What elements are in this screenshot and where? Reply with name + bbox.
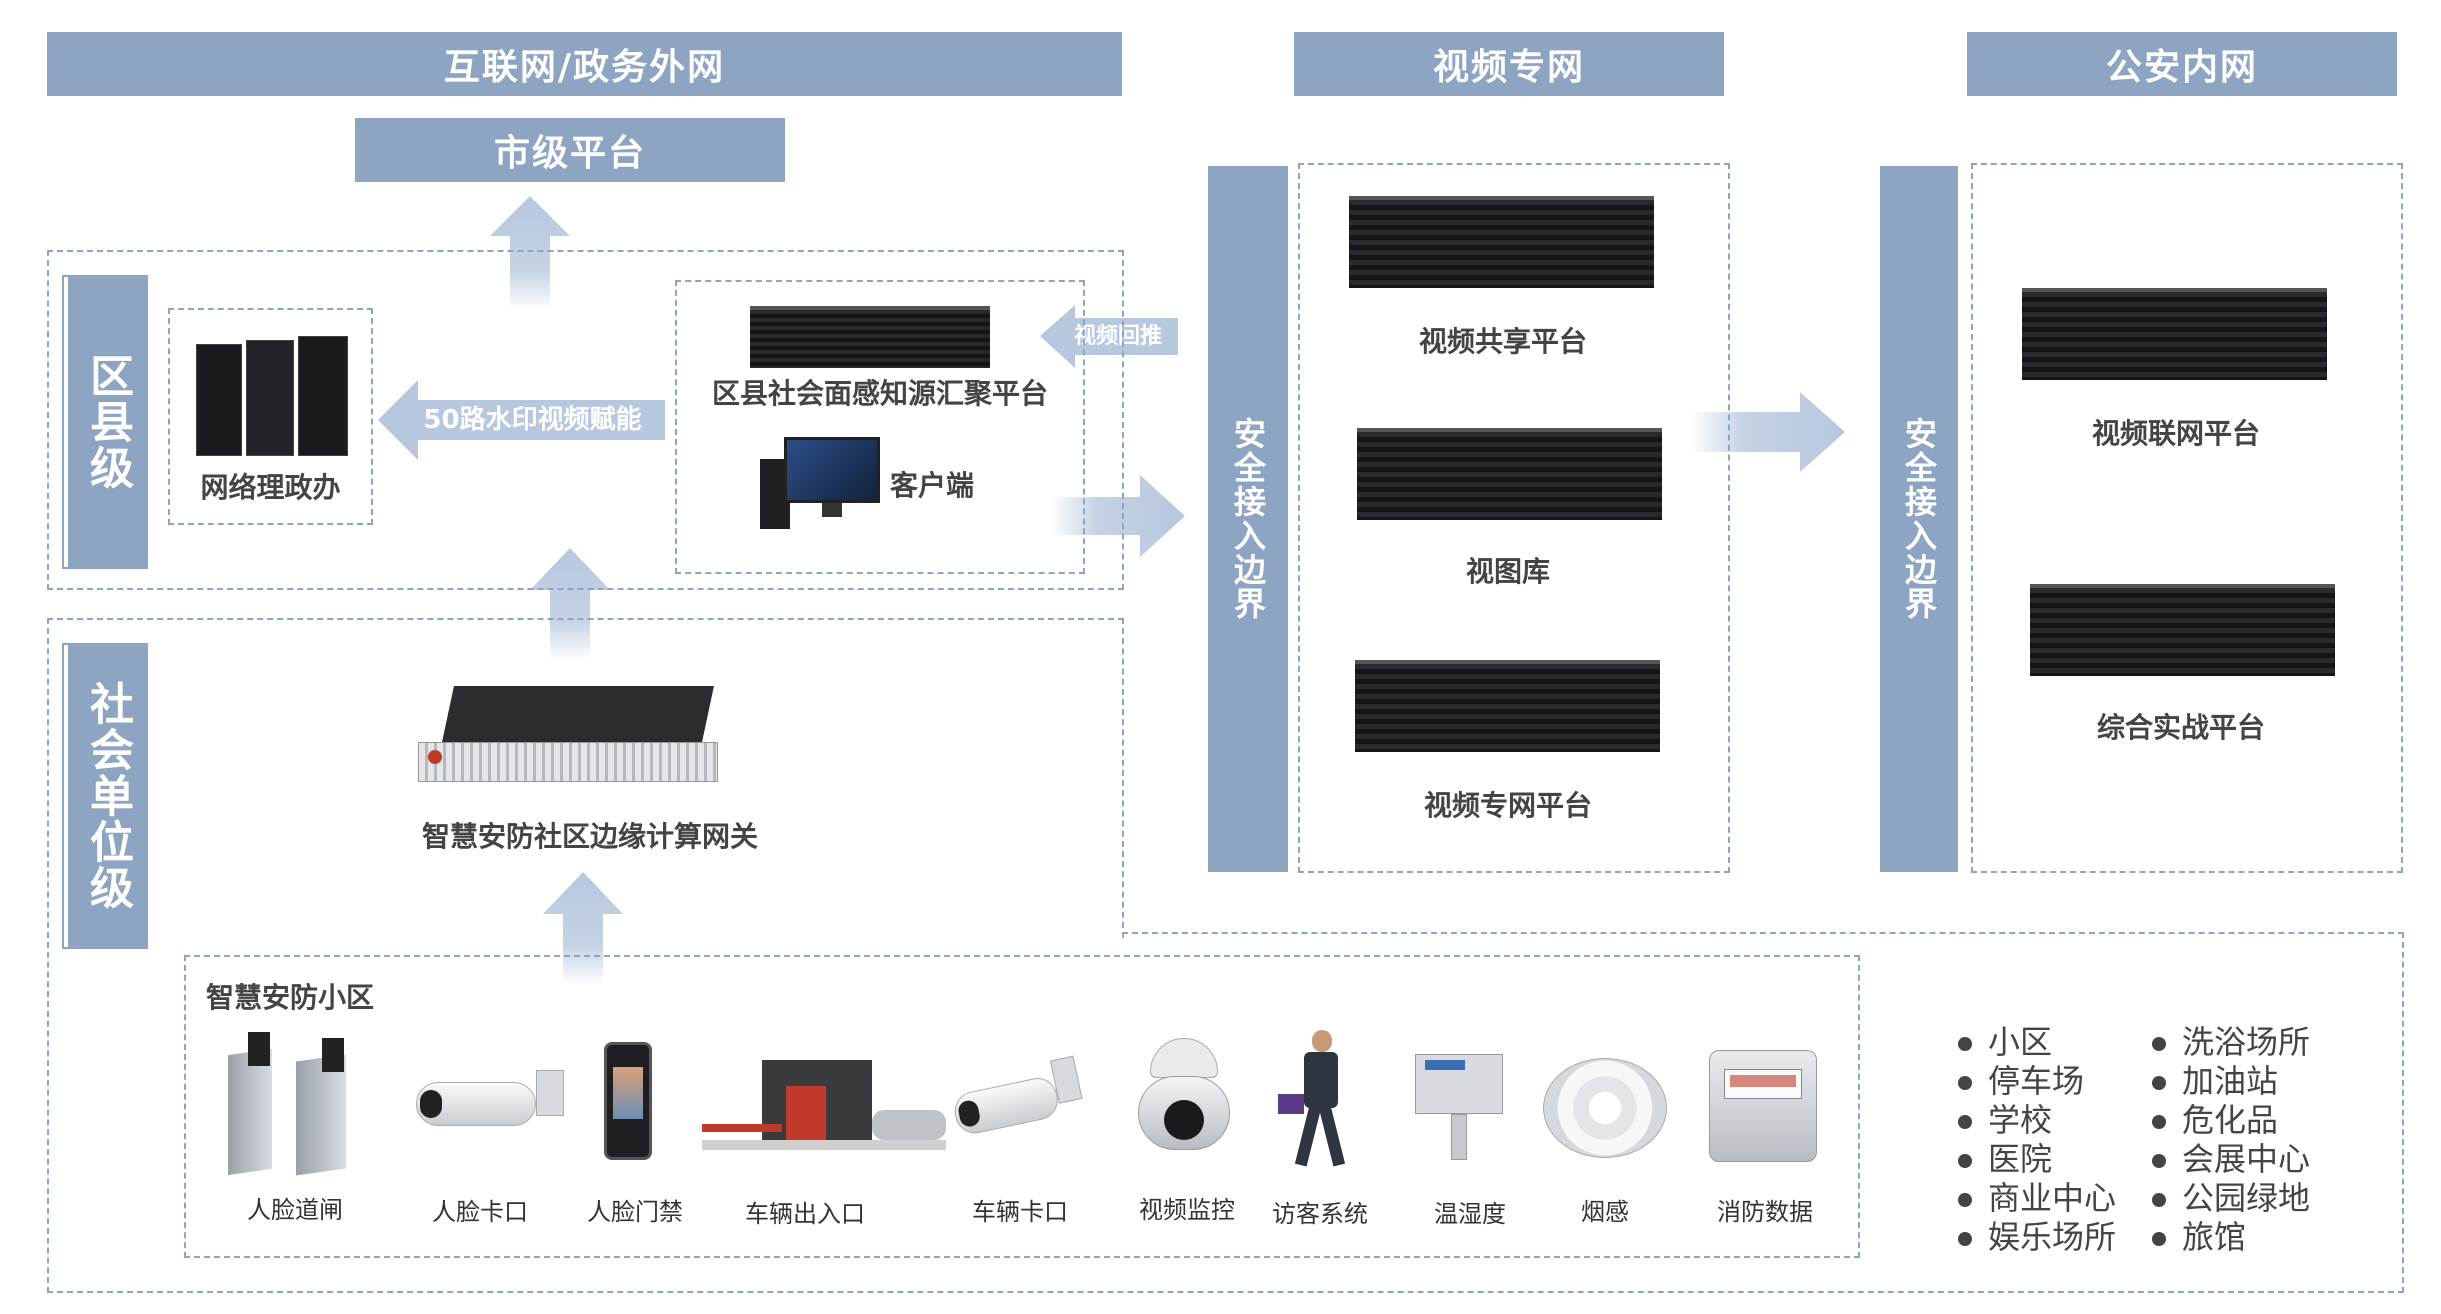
gateway-label: 智慧安防社区边缘计算网关 (421, 820, 758, 853)
social-level-bar: 社会单位级 (62, 643, 148, 949)
left-arrow-watermark (378, 380, 665, 460)
device-label-face-gate: 人脸道闸 (247, 1196, 343, 1224)
district-server-icon (750, 306, 990, 368)
internet-header: 互联网/政务外网 (47, 32, 1122, 96)
video-share-label: 视频共享平台 (1418, 325, 1587, 358)
video-net-platform-label: 视频专网平台 (1423, 789, 1592, 822)
device-label-face-access: 人脸门禁 (587, 1198, 683, 1226)
security-border-right: 安全接入边界 (1880, 166, 1958, 872)
place-item: 会展中心 (2152, 1139, 2310, 1179)
face-access-icon (604, 1042, 652, 1160)
security-border-left-label: 安全接入边界 (1229, 417, 1267, 621)
watermark-arrow-label: 50路水印视频赋能 (423, 405, 642, 435)
face-checkpoint-camera-icon (416, 1070, 566, 1134)
district-level-bar: 区县级 (62, 275, 148, 569)
device-label-temp-humidity: 温湿度 (1434, 1200, 1506, 1228)
district-level-label: 区县级 (82, 353, 133, 491)
image-lib-label: 视图库 (1465, 555, 1550, 588)
video-net-header: 视频专网 (1294, 32, 1724, 96)
device-label-vehicle-gate: 车辆出入口 (745, 1200, 865, 1228)
video-net-box (1298, 163, 1730, 873)
right-arrow-border (1050, 475, 1185, 557)
device-label-visitor-system: 访客系统 (1272, 1200, 1368, 1228)
visitor-person-icon (1278, 1030, 1362, 1168)
district-platform-box (675, 280, 1085, 574)
place-item: 娱乐场所 (1958, 1217, 2116, 1257)
office-label: 网络理政办 (200, 471, 341, 504)
community-title: 智慧安防小区 (206, 981, 375, 1014)
smoke-detector-icon (1543, 1058, 1667, 1158)
security-border-left: 安全接入边界 (1208, 166, 1288, 872)
social-region-step (1122, 932, 2404, 934)
place-item: 商业中心 (1958, 1178, 2116, 1218)
device-label-face-checkpoint: 人脸卡口 (432, 1198, 528, 1226)
place-item: 医院 (1958, 1139, 2052, 1179)
police-box (1971, 163, 2403, 873)
fire-data-meter-icon (1709, 1050, 1817, 1162)
image-lib-server-icon (1357, 428, 1662, 520)
city-platform-header: 市级平台 (355, 118, 785, 182)
combat-server-icon (2030, 584, 2335, 676)
district-platform-label: 区县社会面感知源汇聚平台 (711, 377, 1048, 410)
social-level-label: 社会单位级 (82, 681, 133, 911)
place-item: 停车场 (1958, 1061, 2084, 1101)
place-item: 学校 (1958, 1100, 2052, 1140)
place-item: 危化品 (2152, 1100, 2278, 1140)
temperature-humidity-sensor-icon (1415, 1054, 1503, 1160)
vehicle-gate-icon (702, 1050, 946, 1160)
video-link-server-icon (2022, 288, 2327, 380)
dome-camera-icon (1138, 1038, 1230, 1150)
office-box (168, 308, 373, 525)
community-box (184, 955, 1860, 1258)
place-item: 旅馆 (2152, 1217, 2246, 1257)
up-arrow-city (490, 196, 570, 310)
pushback-arrow-label: 视频回推 (1073, 324, 1162, 349)
server-tower-icon (196, 336, 348, 456)
device-label-vehicle-checkpoint: 车辆卡口 (972, 1198, 1068, 1226)
video-link-label: 视频联网平台 (2091, 417, 2260, 450)
client-label: 客户端 (890, 469, 975, 502)
place-item: 公园绿地 (2152, 1178, 2310, 1218)
up-arrow-district (530, 548, 610, 660)
security-border-right-label: 安全接入边界 (1900, 417, 1938, 621)
combat-label: 综合实战平台 (2096, 711, 2265, 744)
device-label-smoke: 烟感 (1581, 1198, 1629, 1226)
video-share-server-icon (1349, 196, 1654, 288)
social-region-upper (47, 618, 1124, 938)
left-arrow-pushback (1040, 305, 1178, 368)
client-computer-icon (760, 437, 880, 529)
face-gate-icon (228, 1032, 352, 1176)
place-item: 洗浴场所 (2152, 1022, 2310, 1062)
device-label-video-monitor: 视频监控 (1139, 1196, 1235, 1224)
place-item: 加油站 (2152, 1061, 2278, 1101)
device-label-fire-data: 消防数据 (1717, 1198, 1813, 1226)
edge-gateway-icon (418, 686, 718, 790)
social-region-lower (47, 932, 2404, 1293)
police-net-header: 公安内网 (1967, 32, 2397, 96)
place-item: 小区 (1958, 1022, 2052, 1062)
video-net-server-icon (1355, 660, 1660, 752)
district-region (47, 250, 1124, 590)
